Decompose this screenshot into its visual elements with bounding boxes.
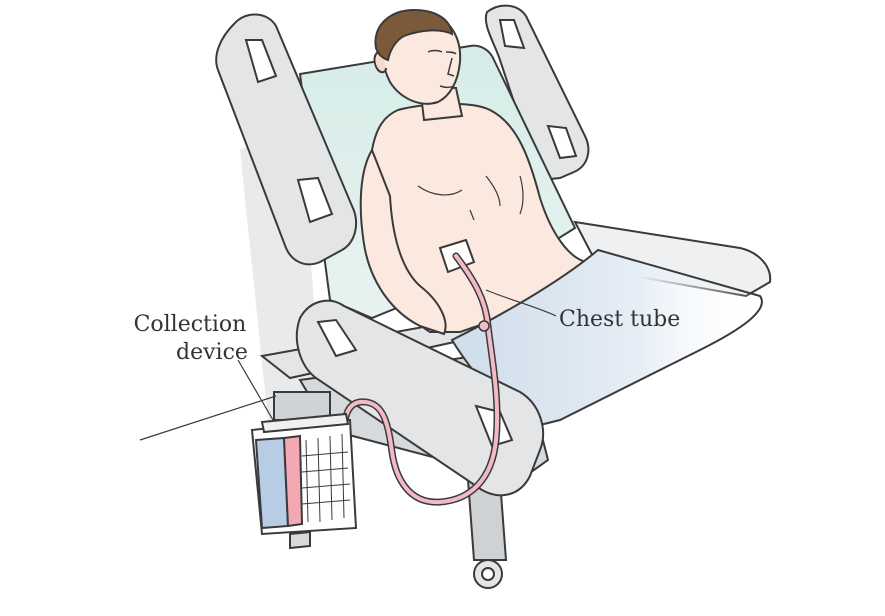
hospital-bed-far-rail-icon [484,4,590,182]
patient-face-icon [427,49,457,89]
collection-device-label-line2: device [176,340,248,365]
collection-device-label-line1: Collection [133,312,247,337]
hospital-bed-head-rail-icon [215,13,358,266]
patient-chest-detail [417,175,524,221]
chest-tube-icon [340,252,501,506]
collection-device-icon [250,412,358,550]
patient-hair-icon [374,8,454,62]
chest-tube-label: Chest tube [559,307,681,332]
collection-device-graduations [301,433,351,523]
collection-device-label: Collection device [132,311,248,367]
hospital-bed-foot-icon [573,220,772,298]
